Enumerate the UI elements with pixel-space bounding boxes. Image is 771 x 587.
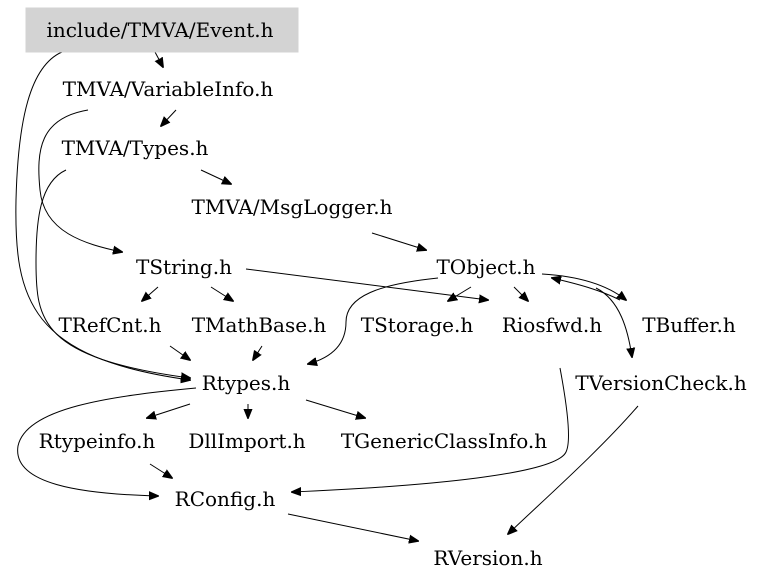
node-trefcnt[interactable]: TRefCnt.h — [58, 313, 161, 337]
node-tmathbase[interactable]: TMathBase.h — [192, 313, 327, 337]
edge-tstring-tmathbase — [210, 286, 233, 301]
node-tstorage[interactable]: TStorage.h — [361, 313, 474, 337]
edge-tbuffer-tobject — [552, 278, 621, 301]
edge-event-variableinfo — [155, 51, 163, 67]
edge-rconfig-rversion — [287, 513, 418, 541]
node-types[interactable]: TMVA/Types.h — [62, 136, 209, 160]
node-rconfig[interactable]: RConfig.h — [175, 487, 276, 511]
node-tgenericclassinfo[interactable]: TGenericClassInfo.h — [341, 429, 547, 453]
edge-riosfwd-rconfig — [292, 367, 569, 492]
node-rversion[interactable]: RVersion.h — [433, 546, 542, 570]
node-msglogger[interactable]: TMVA/MsgLogger.h — [192, 195, 393, 219]
nodes: include/TMVA/Event.h TMVA/VariableInfo.h… — [39, 18, 747, 570]
edge-tobject-rtypes — [308, 277, 439, 364]
edge-trefcnt-rtypes — [169, 345, 190, 360]
edge-variableinfo-types — [161, 109, 177, 126]
edge-tobject-riosfwd — [513, 286, 528, 301]
edge-rtypes-rtypeinfo — [147, 403, 191, 418]
edge-tstring-trefcnt — [142, 286, 159, 301]
edge-rtypes-rconfig — [17, 387, 197, 496]
edge-variableinfo-tstring — [38, 109, 122, 252]
edge-types-rtypes — [35, 169, 190, 378]
edge-types-msglogger — [200, 169, 231, 184]
edge-tversioncheck-rversion — [508, 405, 639, 534]
node-tversioncheck[interactable]: TVersionCheck.h — [575, 371, 747, 395]
edge-tobject-tstorage — [448, 286, 472, 301]
node-rtypes[interactable]: Rtypes.h — [202, 371, 291, 395]
node-dllimport[interactable]: DllImport.h — [188, 429, 305, 453]
node-tbuffer[interactable]: TBuffer.h — [642, 313, 736, 337]
edge-tmathbase-rtypes — [253, 345, 263, 360]
edge-msglogger-tobject — [371, 232, 426, 250]
edge-tobject-tbuffer — [541, 273, 626, 300]
node-rtypeinfo[interactable]: Rtypeinfo.h — [39, 429, 156, 453]
edge-tobject-tversioncheck — [595, 287, 632, 357]
node-variableinfo[interactable]: TMVA/VariableInfo.h — [63, 77, 274, 101]
node-tobject[interactable]: TObject.h — [436, 255, 535, 279]
node-event[interactable]: include/TMVA/Event.h — [46, 18, 273, 42]
root-node-box — [25, 7, 299, 53]
edge-rtypeinfo-rconfig — [149, 463, 172, 478]
node-tstring[interactable]: TString.h — [136, 255, 232, 279]
edges — [15, 51, 639, 541]
node-riosfwd[interactable]: Riosfwd.h — [502, 313, 602, 337]
edge-rtypes-tgenericclassinfo — [305, 399, 365, 418]
